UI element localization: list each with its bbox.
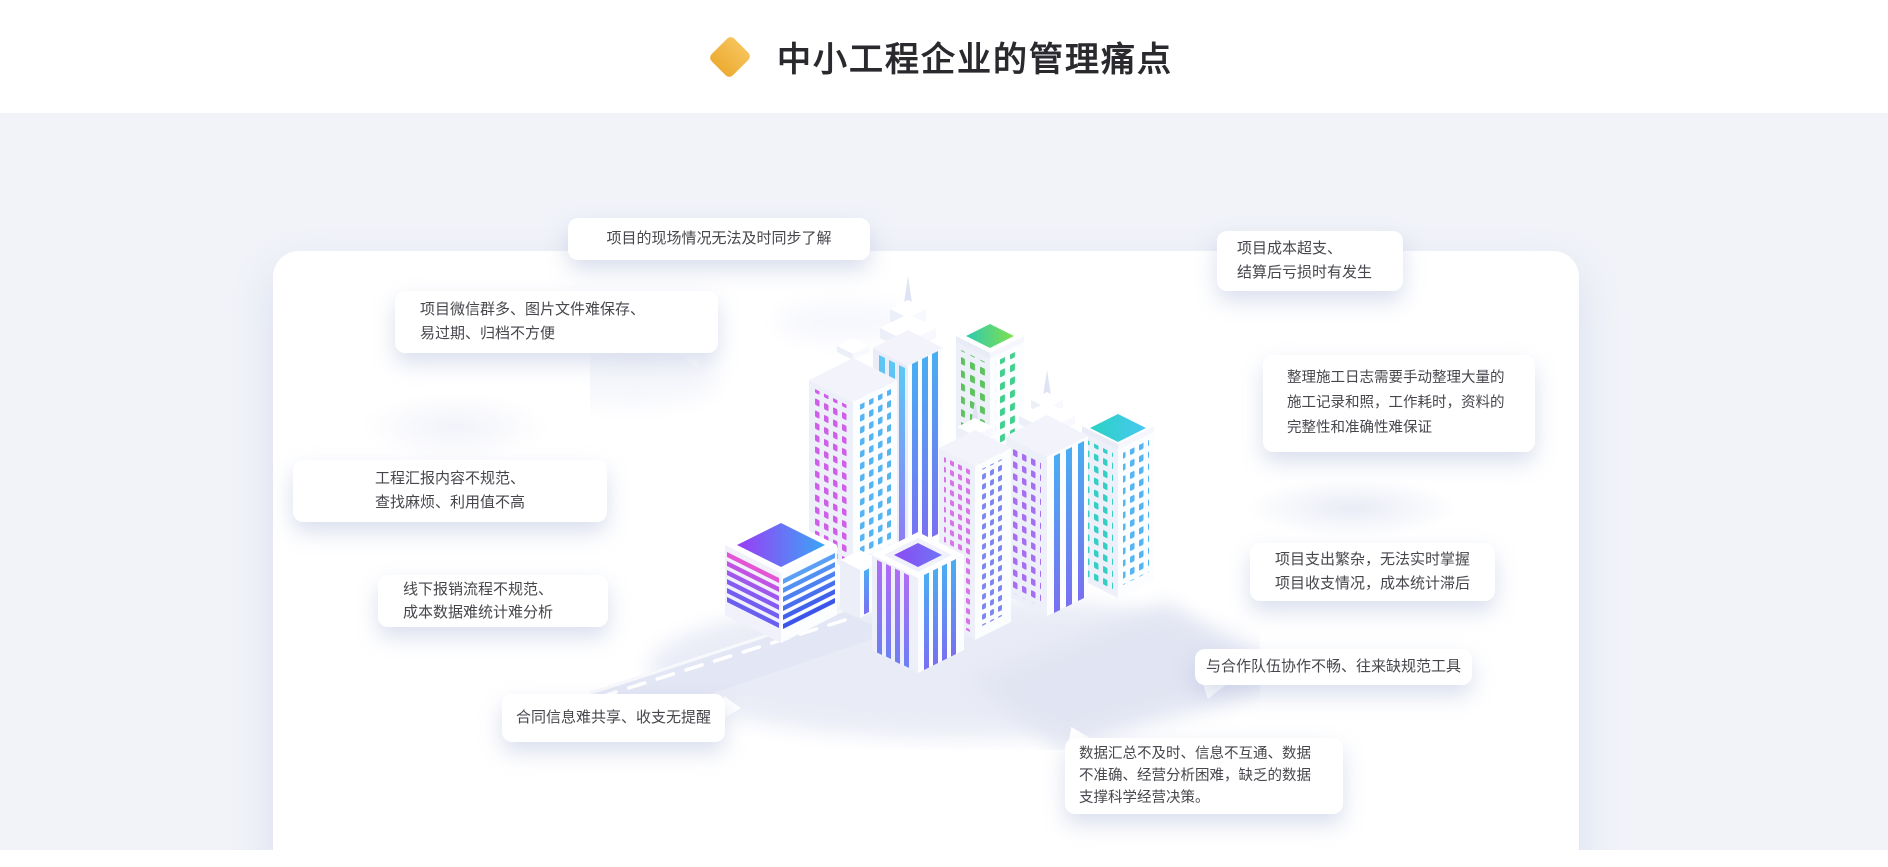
callout-cost-overrun: 项目成本超支、 结算后亏损时有发生: [1217, 231, 1403, 291]
isometric-city-svg: [550, 276, 1270, 750]
section-header: 中小工程企业的管理痛点: [0, 0, 1888, 113]
callout-report: 工程汇报内容不规范、 查找麻烦、利用值不高: [293, 460, 607, 522]
callout-daily-log: 整理施工日志需要手动整理大量的 施工记录和照，工作耗时，资料的 完整性和准确性难…: [1263, 355, 1535, 452]
callout-expense: 项目支出繁杂，无法实时掌握 项目收支情况，成本统计滞后: [1250, 543, 1495, 601]
building-left: [809, 338, 897, 572]
callout-partner: 与合作队伍协作不畅、往来缺规范工具: [1195, 649, 1472, 685]
building-atrium: [872, 532, 964, 673]
diamond-icon: [708, 34, 752, 79]
callout-site-sync: 项目的现场情况无法及时同步了解: [568, 218, 870, 260]
building-glass-top: [725, 517, 837, 643]
building-center-front: [939, 400, 1011, 640]
next-section-strip: [0, 850, 1888, 867]
city-illustration: [550, 250, 1270, 750]
page-title: 中小工程企业的管理痛点: [777, 41, 1173, 79]
building-pagoda: [1006, 370, 1088, 616]
callout-contract: 合同信息难共享、收支无提醒: [502, 694, 725, 742]
building-teal-roof: [1082, 408, 1154, 598]
callout-data-summary: 数据汇总不及时、信息不互通、数据 不准确、经营分析困难，缺乏的数据 支撑科学经营…: [1065, 738, 1343, 814]
callout-reimburse: 线下报销流程不规范、 成本数据难统计难分析: [378, 575, 608, 627]
callout-wechat-files: 项目微信群多、图片文件难保存、 易过期、归档不方便: [395, 291, 718, 353]
